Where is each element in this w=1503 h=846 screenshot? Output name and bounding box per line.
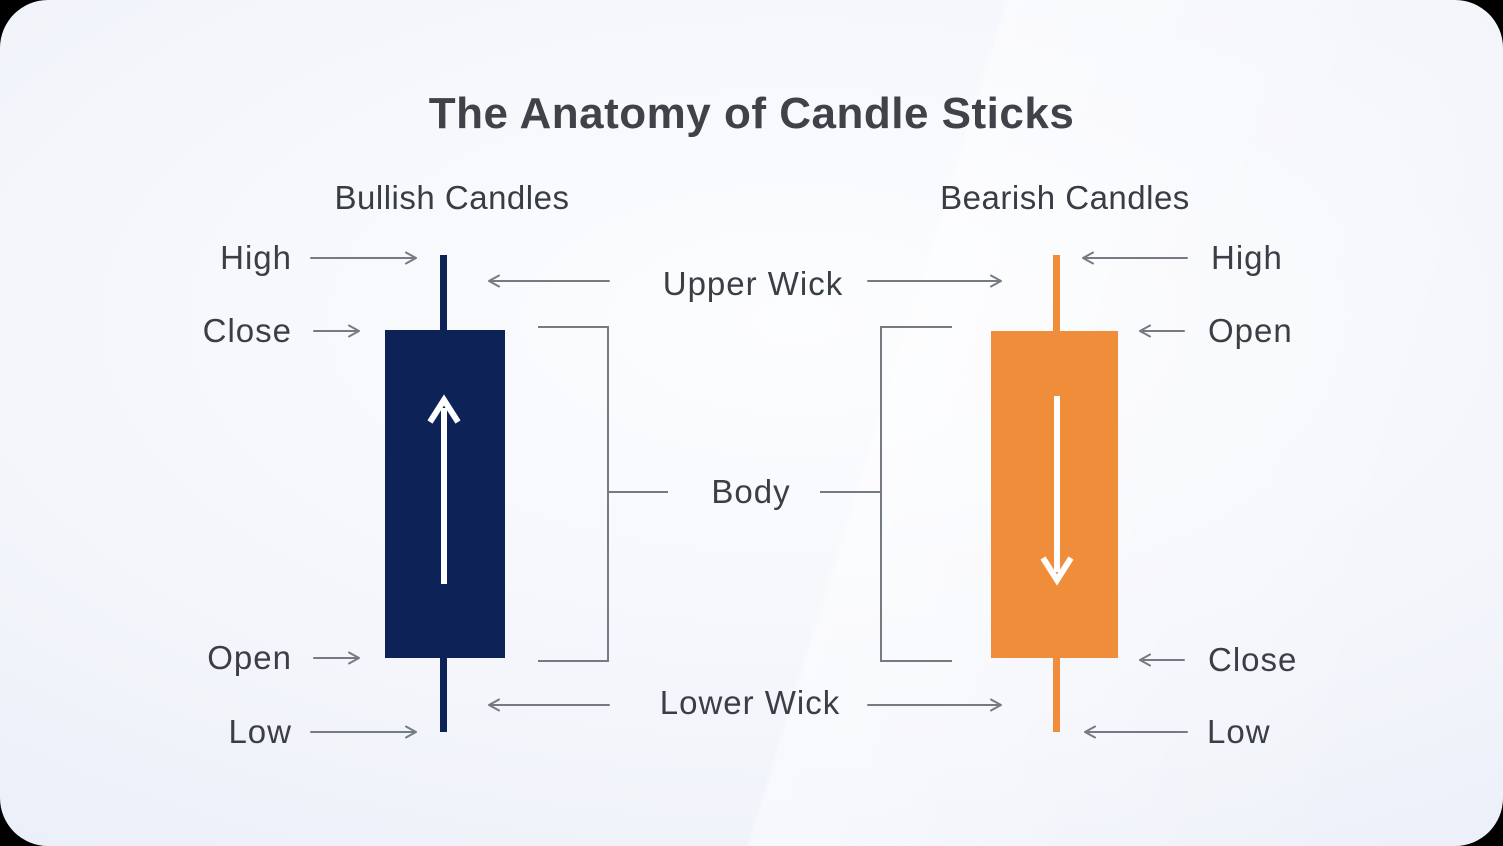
bearish-body-bracket [880, 326, 952, 662]
bearish-high-arrow [1082, 251, 1188, 265]
body-label: Body [711, 473, 791, 510]
lower-wick-left-arrow [488, 698, 610, 712]
bearish-open-arrow [1139, 324, 1185, 338]
bullish-open-label: Open [207, 639, 292, 676]
body-right-tick [820, 491, 882, 493]
bearish-open-label: Open [1208, 312, 1293, 349]
bullish-low-label: Low [228, 713, 292, 750]
bullish-close-label: Close [202, 312, 292, 349]
bearish-low-arrow [1084, 725, 1188, 739]
down-arrow-icon [1040, 396, 1074, 586]
up-arrow-icon [427, 394, 461, 584]
body-left-tick [609, 491, 668, 493]
bearish-close-arrow [1139, 653, 1185, 667]
bullish-high-arrow [310, 251, 417, 265]
page-title: The Anatomy of Candle Sticks [428, 89, 1075, 138]
lower-wick-label: Lower Wick [659, 684, 841, 721]
bullish-close-arrow [313, 324, 360, 338]
lower-wick-right-arrow [867, 698, 1002, 712]
upper-wick-right-arrow [867, 274, 1002, 288]
bearish-high-label: High [1211, 239, 1283, 276]
bearish-low-label: Low [1207, 713, 1271, 750]
bullish-heading: Bullish Candles [334, 179, 570, 216]
upper-wick-left-arrow [488, 274, 610, 288]
bearish-heading: Bearish Candles [940, 179, 1190, 216]
bullish-body-bracket [538, 326, 609, 662]
bullish-low-arrow [310, 725, 417, 739]
bullish-high-label: High [220, 239, 292, 276]
upper-wick-label: Upper Wick [662, 265, 844, 302]
bearish-close-label: Close [1208, 641, 1298, 678]
bullish-open-arrow [313, 651, 360, 665]
